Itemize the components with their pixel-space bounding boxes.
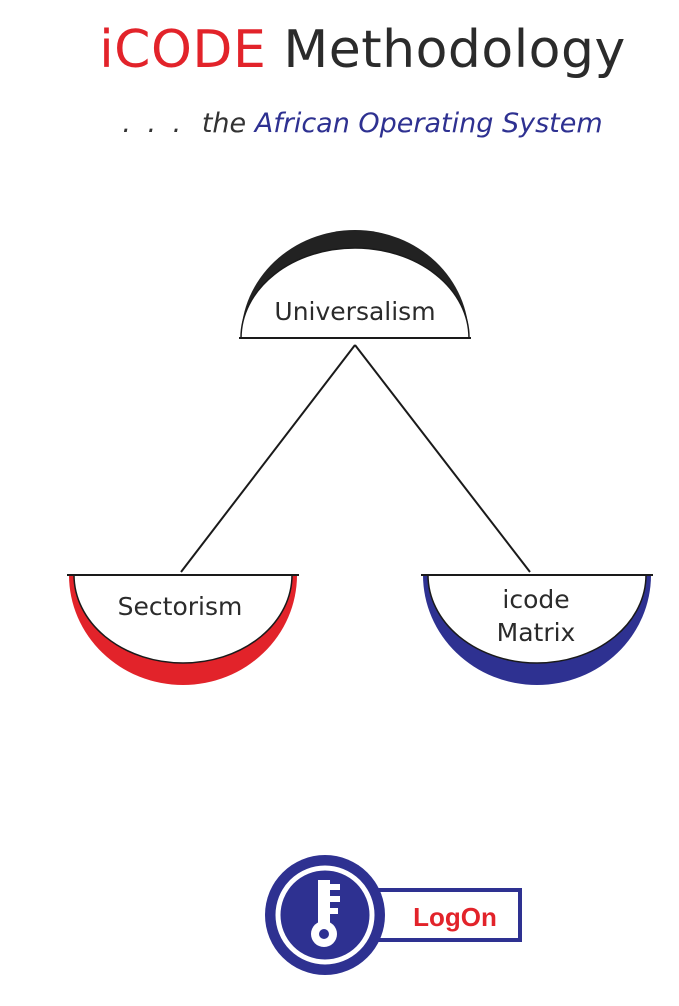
page-subtitle: . . . the African Operating System <box>0 108 679 139</box>
matrix-label-line1: icode <box>502 585 569 614</box>
matrix-label-line2: Matrix <box>497 618 576 647</box>
node-icode-matrix: icode Matrix <box>421 574 653 685</box>
key-icon <box>311 880 340 947</box>
subtitle-ellipsis: . . . <box>122 108 186 139</box>
node-sectorism: Sectorism <box>67 574 299 685</box>
sectorism-bowl <box>73 574 293 664</box>
sectorism-label: Sectorism <box>118 592 243 621</box>
page-title: iCODE Methodology <box>0 20 679 80</box>
universalism-label: Universalism <box>274 297 435 326</box>
logon-button[interactable]: LogOn <box>265 855 522 975</box>
universalism-dome <box>240 247 470 339</box>
connector-left <box>180 344 356 573</box>
subtitle-lead: the <box>201 108 247 139</box>
logon-label[interactable]: LogOn <box>413 902 497 932</box>
subtitle-emphasis: African Operating System <box>254 108 603 139</box>
connector-right <box>354 344 531 573</box>
title-brand: iCODE <box>99 20 267 80</box>
node-universalism: Universalism <box>239 230 471 339</box>
matrix-bowl <box>427 574 647 664</box>
title-methodology: Methodology <box>283 20 626 80</box>
logon-box[interactable] <box>363 888 522 942</box>
